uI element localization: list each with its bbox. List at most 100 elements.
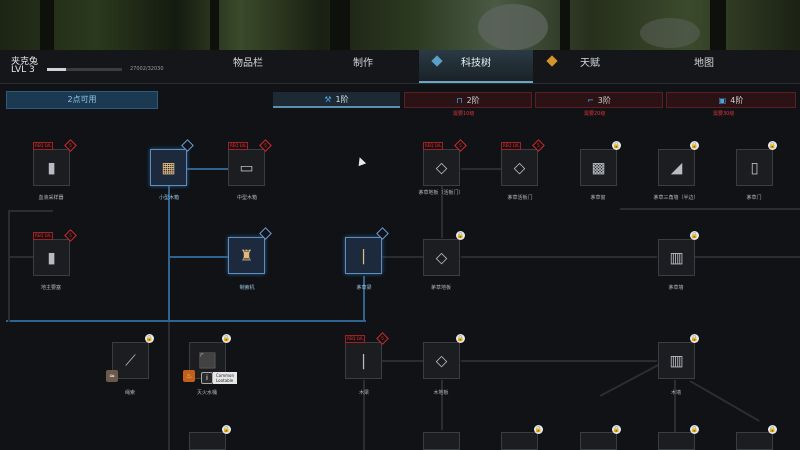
req-level-badge: REQ LVL bbox=[501, 142, 522, 150]
tier-2-requirement: 需要10级 bbox=[453, 111, 475, 117]
wall-icon: ▥ bbox=[669, 351, 684, 369]
node-label: 茅草梁 bbox=[356, 285, 372, 291]
mouse-cursor-icon bbox=[355, 155, 367, 167]
node-rope[interactable]: ⟋ bbox=[112, 342, 149, 379]
tier-1-header[interactable]: ⚒1阶 bbox=[273, 92, 400, 108]
req-level-badge: REQ LVL bbox=[423, 142, 444, 150]
node-thatch-trapdoor[interactable]: ◇ bbox=[501, 149, 538, 186]
tooltip-line: Common bbox=[216, 373, 235, 378]
toolbox-icon: ▣ bbox=[718, 96, 727, 105]
xp-text: 27002/32030 bbox=[130, 66, 164, 72]
req-level-value: 5 bbox=[69, 143, 72, 148]
lock-icon: 🔒 bbox=[534, 425, 543, 434]
node-thatch-half-triangle-wall[interactable]: ◢ bbox=[658, 149, 695, 186]
req-level-value: 5 bbox=[264, 143, 267, 148]
node-label: 血液采样器 bbox=[38, 195, 64, 201]
tree-connector bbox=[461, 168, 501, 170]
lock-icon: 🔒 bbox=[612, 141, 621, 150]
stairs-icon: ⌐ bbox=[587, 96, 594, 105]
node-partial[interactable] bbox=[501, 432, 538, 450]
tree-connector bbox=[8, 210, 53, 212]
floor-icon: ◇ bbox=[435, 158, 448, 176]
tree-connector bbox=[8, 210, 10, 322]
tab-talents[interactable]: 天赋 bbox=[580, 58, 600, 69]
top-header bbox=[0, 50, 800, 84]
node-label: 木梁 bbox=[358, 390, 369, 396]
floor-icon: ◇ bbox=[435, 248, 448, 266]
tree-connector bbox=[694, 256, 800, 258]
tree-connector bbox=[363, 276, 365, 322]
node-label: 绳索 bbox=[124, 390, 135, 396]
tab-crafting[interactable]: 制作 bbox=[353, 58, 373, 69]
lock-icon: 🔒 bbox=[768, 141, 777, 150]
node-wood-beam[interactable]: | bbox=[345, 342, 382, 379]
node-fortress[interactable]: ▮ bbox=[33, 239, 70, 276]
trapdoor-icon: ◇ bbox=[513, 158, 526, 176]
lock-icon: 🔒 bbox=[222, 425, 231, 434]
tier-2-label: 2阶 bbox=[466, 96, 480, 105]
node-label: 制索机 bbox=[239, 285, 255, 291]
node-label: 茅草窗 bbox=[590, 195, 606, 201]
req-level-badge: REQ LVL bbox=[228, 142, 249, 150]
tree-connector bbox=[6, 320, 366, 322]
node-medium-wood-box[interactable]: ▭ bbox=[228, 149, 265, 186]
workbench-icon: ⊓ bbox=[456, 96, 463, 105]
tier-4-header[interactable]: ▣4阶 bbox=[666, 92, 796, 108]
node-partial[interactable] bbox=[580, 432, 617, 450]
wood-box-icon: ▦ bbox=[161, 158, 176, 176]
wall-icon: ▥ bbox=[669, 248, 684, 266]
rope-machine-icon: ♜ bbox=[239, 246, 254, 264]
tier-3-header[interactable]: ⌐3阶 bbox=[535, 92, 663, 108]
node-small-wood-box[interactable]: ▦ bbox=[150, 149, 187, 186]
req-level-badge: REQ LVL bbox=[33, 232, 54, 240]
node-rope-machine[interactable]: ♜ bbox=[228, 237, 265, 274]
tier-1-label: 1阶 bbox=[335, 95, 349, 104]
req-level-badge: REQ LVL bbox=[33, 142, 54, 150]
node-label: 地主要塞 bbox=[40, 285, 61, 291]
bucket-icon: ⬛ bbox=[198, 351, 217, 369]
node-partial[interactable] bbox=[423, 432, 460, 450]
node-wood-floor[interactable]: ◇ bbox=[423, 342, 460, 379]
node-thatch-beam[interactable]: | bbox=[345, 237, 382, 274]
node-label: 小型木箱 bbox=[158, 195, 179, 201]
player-name: 夹克兔 bbox=[11, 57, 39, 67]
node-label: 茅草地板（活板门） bbox=[418, 190, 464, 196]
lock-icon: 🔒 bbox=[456, 334, 465, 343]
lock-icon: 🔒 bbox=[690, 425, 699, 434]
tree-connector bbox=[382, 256, 424, 258]
node-partial[interactable] bbox=[658, 432, 695, 450]
node-partial[interactable] bbox=[736, 432, 773, 450]
req-level-value: 5 bbox=[537, 143, 540, 148]
tier-2-header[interactable]: ⊓2阶 bbox=[404, 92, 532, 108]
node-thatch-floor-trapdoor[interactable]: ◇ bbox=[423, 149, 460, 186]
tab-inventory[interactable]: 物品栏 bbox=[233, 58, 263, 69]
lock-icon: 🔒 bbox=[690, 141, 699, 150]
node-blood-sampler[interactable]: ▮ bbox=[33, 149, 70, 186]
xp-bar bbox=[47, 68, 122, 71]
tree-connector bbox=[441, 380, 443, 430]
blood-sampler-icon: ▮ bbox=[47, 158, 56, 176]
window-icon: ▩ bbox=[591, 158, 606, 176]
node-thatch-door[interactable]: ▯ bbox=[736, 149, 773, 186]
node-wood-wall[interactable]: ▥ bbox=[658, 342, 695, 379]
lock-icon: 🔒 bbox=[145, 334, 154, 343]
hammer-icon: ⚒ bbox=[324, 95, 332, 104]
tree-connector bbox=[674, 380, 676, 450]
lock-icon: 🔒 bbox=[690, 231, 699, 240]
lock-icon: 🔒 bbox=[222, 334, 231, 343]
tree-connector bbox=[689, 380, 760, 422]
req-level-value: 5 bbox=[69, 233, 72, 238]
tree-connector bbox=[8, 256, 33, 258]
node-partial[interactable] bbox=[189, 432, 226, 450]
info-icon[interactable]: i bbox=[201, 372, 213, 384]
node-thatch-wall[interactable]: ▥ bbox=[658, 239, 695, 276]
fortress-icon: ▮ bbox=[47, 248, 56, 266]
node-label: 中型木箱 bbox=[236, 195, 257, 201]
node-thatch-window[interactable]: ▩ bbox=[580, 149, 617, 186]
tree-connector bbox=[461, 256, 657, 258]
tab-map[interactable]: 地图 bbox=[694, 58, 714, 69]
node-thatch-floor[interactable]: ◇ bbox=[423, 239, 460, 276]
beam-icon: | bbox=[360, 351, 367, 369]
node-label: 茅草地板 bbox=[430, 285, 451, 291]
node-label: 茅草墙 bbox=[668, 285, 684, 291]
